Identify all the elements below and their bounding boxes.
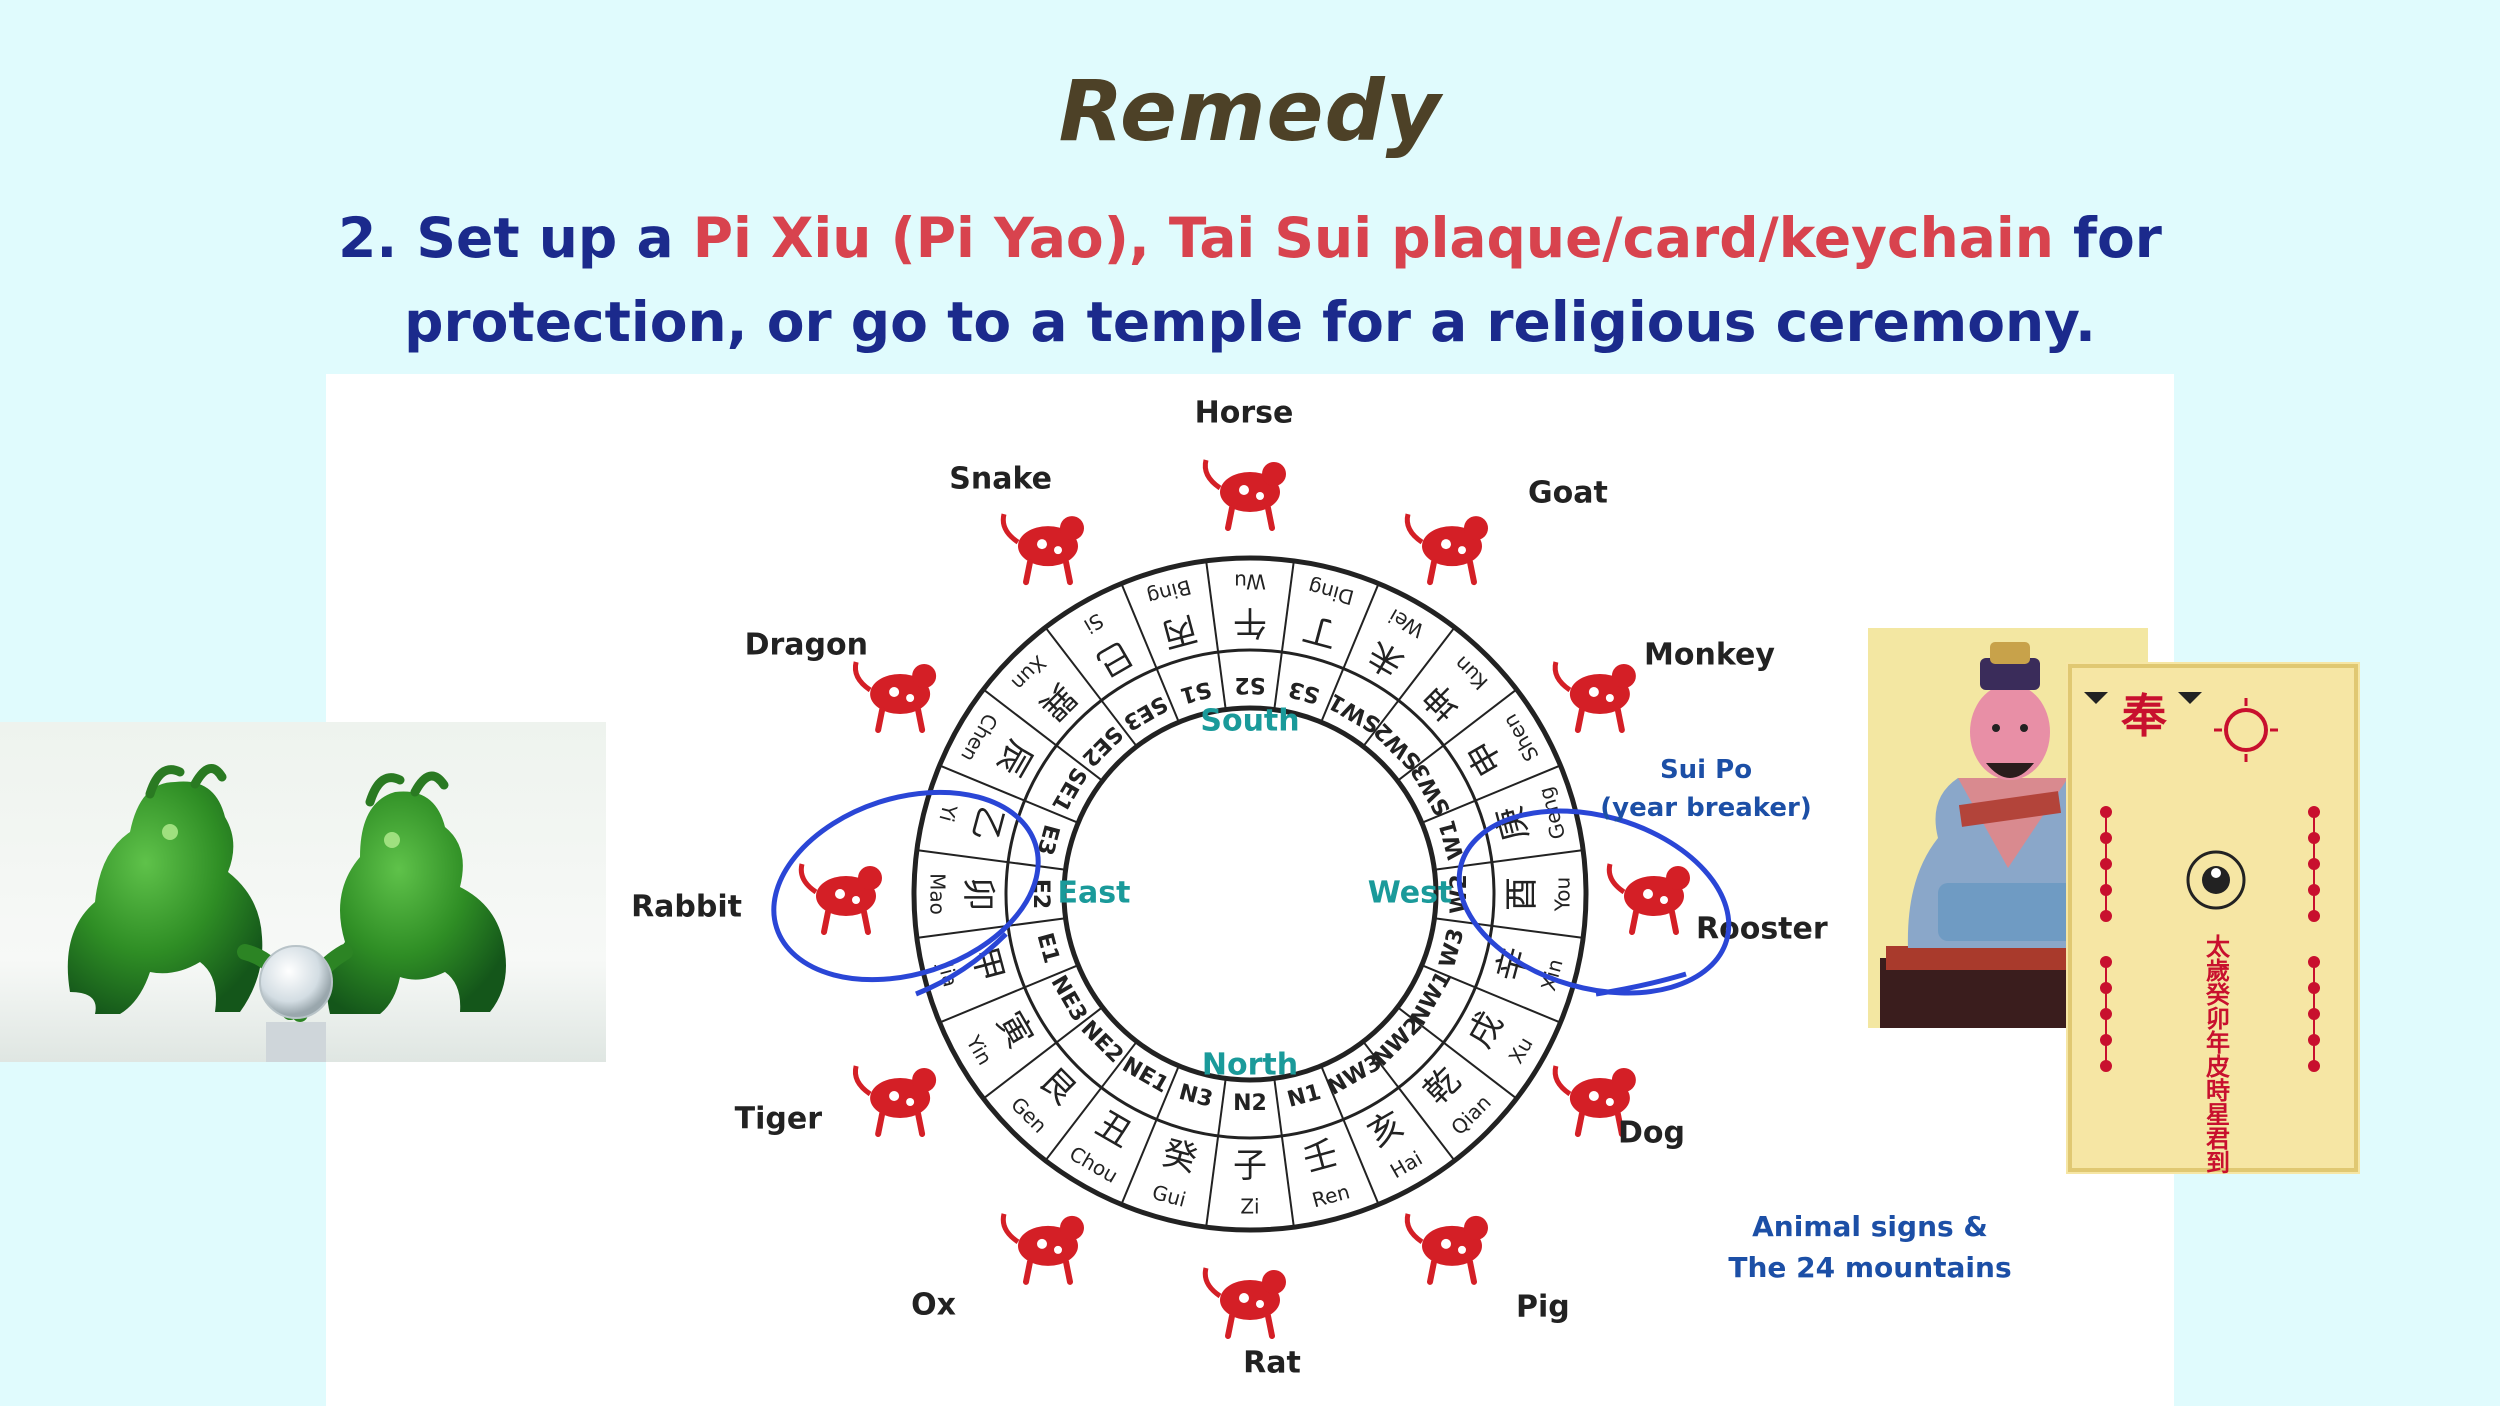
sector-divider	[1396, 1006, 1518, 1100]
rabbit-icon	[798, 863, 882, 935]
mountain-s2: Wu 午 S2	[1233, 570, 1267, 698]
pig-icon	[1404, 1213, 1488, 1285]
mountain-pinyin: Wu	[1234, 570, 1266, 594]
sector-divider	[1320, 1065, 1380, 1205]
animal-label-monkey: Monkey	[1644, 638, 1775, 673]
sector-divider	[1362, 626, 1456, 748]
animal-label-dragon: Dragon	[745, 628, 868, 663]
diagram-caption: Animal signs & The 24 mountains	[1700, 1206, 2040, 1288]
sector-divider	[1044, 1040, 1138, 1162]
sector-divider	[916, 849, 1066, 871]
rabbit-circle-tail	[915, 932, 1008, 997]
animal-label-goat: Goat	[1528, 476, 1608, 511]
sector-divider	[982, 688, 1104, 782]
mountain-code: S2	[1234, 672, 1265, 697]
rooster-clash-circle	[1456, 808, 1732, 996]
tai-sui-plaque: 奉 太歲癸卯年皮時星君到此鎮	[2066, 662, 2360, 1174]
sector-divider	[982, 1006, 1104, 1100]
sector-divider	[1273, 1078, 1295, 1228]
crystal-ball	[259, 945, 333, 1062]
animal-label-tiger: Tiger	[735, 1102, 823, 1137]
animal-label-rabbit: Rabbit	[631, 890, 742, 925]
sector-divider	[1421, 964, 1561, 1024]
rooster-icon	[1606, 863, 1690, 935]
mountain-n2: Zi 子 N2	[1233, 1091, 1267, 1219]
mountain-pinyin: Zi	[1240, 1195, 1259, 1219]
sui-po-label: Sui Po	[1660, 755, 1752, 785]
animal-label-ox: Ox	[911, 1288, 956, 1323]
mountain-hanzi: 酉	[1502, 877, 1542, 911]
sector-divider	[939, 964, 1079, 1024]
sui-po-sublabel: (year breaker)	[1600, 793, 1811, 823]
sector-divider	[1434, 917, 1584, 939]
sector-divider	[916, 917, 1066, 939]
dog-icon	[1552, 1065, 1636, 1137]
animal-label-horse: Horse	[1195, 396, 1294, 431]
mountain-hanzi: 卯	[958, 877, 998, 911]
mountain-hanzi: 子	[1233, 1146, 1267, 1186]
tiger-icon	[852, 1065, 937, 1137]
middle-ring	[1004, 648, 1496, 1140]
caption-line1: Animal signs &	[1752, 1210, 1988, 1243]
subtitle-line2: protection, or go to a temple for a reli…	[404, 290, 2096, 354]
animal-label-rat: Rat	[1243, 1346, 1301, 1381]
dragon-icon	[852, 661, 937, 733]
rat-icon	[1202, 1267, 1286, 1339]
mountain-pinyin: You	[1551, 877, 1575, 912]
sector-divider	[1044, 626, 1138, 748]
mountain-hanzi: 午	[1233, 602, 1267, 642]
direction-west: West	[1368, 876, 1453, 911]
sector-divider	[1120, 1065, 1180, 1205]
animal-label-snake: Snake	[949, 462, 1052, 497]
slide-title: Remedy	[1058, 62, 1442, 160]
rooster-circle-tail	[1595, 971, 1687, 997]
pixiu-left-figure	[67, 764, 298, 1020]
sector-divider	[1421, 764, 1561, 824]
snake-icon	[1000, 513, 1084, 586]
inner-ring	[1061, 705, 1439, 1083]
animal-label-pig: Pig	[1516, 1290, 1570, 1325]
sector-divider	[1205, 560, 1227, 710]
direction-south: South	[1200, 704, 1299, 739]
subtitle-rest: for	[2053, 206, 2162, 270]
mountain-pinyin: Yi	[934, 801, 962, 825]
subtitle-prefix: 2. Set up a	[338, 206, 693, 270]
horse-icon	[1202, 459, 1286, 531]
sector-divider	[1362, 1040, 1456, 1162]
slide-subtitle: 2. Set up a Pi Xiu (Pi Yao), Tai Sui pla…	[200, 196, 2300, 364]
mountain-code: N2	[1233, 1091, 1267, 1116]
animal-label-rooster: Rooster	[1696, 912, 1828, 947]
direction-north: North	[1202, 1048, 1298, 1083]
subtitle-highlight: Pi Xiu (Pi Yao), Tai Sui plaque/card/key…	[692, 206, 2054, 270]
ox-icon	[1000, 1213, 1084, 1285]
sector-divider	[1320, 583, 1380, 723]
mountain-pinyin: Mao	[926, 873, 950, 915]
rabbit-clash-circle	[771, 789, 1041, 983]
plaque-center-text: 太歲癸卯年皮時星君到此鎮	[2202, 934, 2231, 1174]
sector-divider	[1120, 583, 1180, 723]
sector-divider	[1396, 688, 1518, 782]
animal-label-dog: Dog	[1618, 1116, 1685, 1151]
sector-divider	[1273, 560, 1295, 710]
sector-divider	[939, 764, 1079, 824]
direction-east: East	[1058, 876, 1131, 911]
caption-line2: The 24 mountains	[1728, 1251, 2012, 1284]
compass-rings	[911, 555, 1589, 1233]
sector-divider	[1205, 1078, 1227, 1228]
monkey-icon	[1552, 661, 1636, 733]
pixiu-photo	[0, 722, 606, 1062]
goat-icon	[1404, 513, 1488, 586]
plaque-top-char: 奉	[2121, 689, 2168, 743]
